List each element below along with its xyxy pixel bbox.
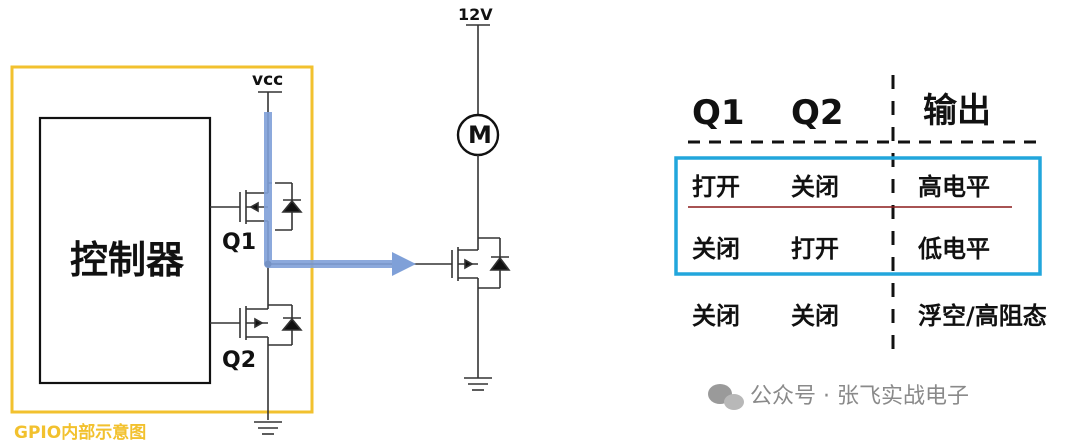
row1-q2: 关闭 bbox=[791, 173, 839, 201]
row2-q1: 关闭 bbox=[692, 235, 740, 263]
q2-label: Q2 bbox=[222, 348, 257, 373]
row2-output: 低电平 bbox=[918, 235, 990, 263]
external-circuit bbox=[451, 24, 511, 378]
motor-label: M bbox=[468, 121, 492, 149]
row3-output: 浮空/高阻态 bbox=[918, 302, 1047, 330]
vcc-label: vcc bbox=[252, 70, 284, 90]
header-q2: Q2 bbox=[791, 93, 844, 133]
row1-q1: 打开 bbox=[692, 173, 740, 201]
supply-12v-label: 12V bbox=[458, 5, 493, 24]
header-output: 输出 bbox=[923, 91, 991, 131]
external-ground bbox=[464, 377, 492, 391]
q2-transistor bbox=[210, 262, 303, 420]
wechat-icon bbox=[708, 384, 744, 410]
header-q1: Q1 bbox=[692, 93, 745, 133]
controller-label: 控制器 bbox=[70, 238, 185, 282]
gpio-caption: GPIO内部示意图 bbox=[14, 423, 147, 443]
row2-q2: 打开 bbox=[791, 235, 839, 263]
controller-box bbox=[38, 116, 212, 385]
gpio-ground bbox=[254, 421, 282, 435]
gpio-box bbox=[10, 65, 314, 414]
watermark-text: 公众号 · 张飞实战电子 bbox=[750, 384, 969, 409]
row3-q1: 关闭 bbox=[692, 302, 740, 330]
q1-label: Q1 bbox=[222, 230, 257, 255]
row3-q2: 关闭 bbox=[791, 302, 839, 330]
current-path bbox=[264, 112, 416, 276]
row1-output: 高电平 bbox=[918, 173, 990, 201]
table-highlight-box bbox=[674, 156, 1042, 276]
